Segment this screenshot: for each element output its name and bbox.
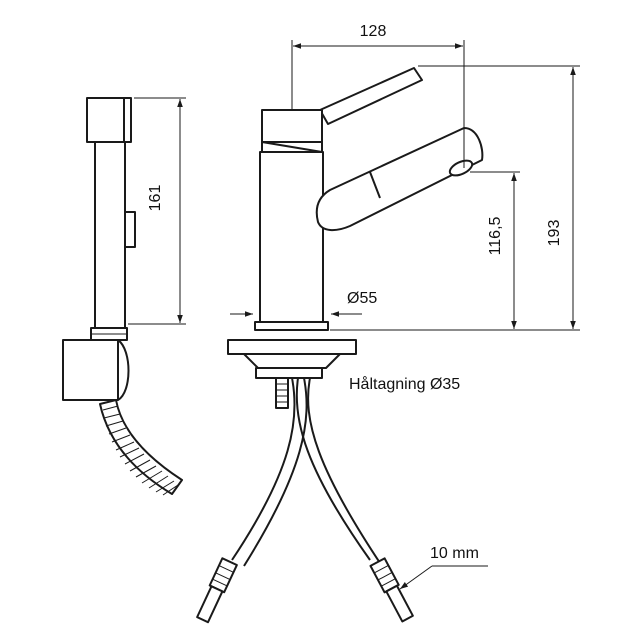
base-diameter-label: Ø55: [347, 290, 377, 307]
hose-hot-edge: [307, 377, 383, 567]
dimension-lines: [230, 40, 580, 590]
lever-handle: [319, 67, 423, 125]
hand-shower-button: [124, 211, 136, 248]
outlet-height-label: 116,5: [487, 216, 504, 255]
threaded-rod: [275, 377, 289, 409]
hose-connection-label: 10 mm: [430, 545, 479, 562]
mixer-body: [259, 151, 324, 323]
hand-shower-length-label: 161: [147, 185, 164, 212]
spout-reach-label: 128: [360, 23, 387, 40]
hose-hot: [295, 377, 371, 561]
spout-aerator: [448, 159, 474, 177]
hole-size-label: Håltagning Ø35: [349, 375, 460, 393]
hose-cold-edge: [243, 377, 308, 567]
hose-fitting-right: [369, 557, 414, 623]
hand-shower-handle: [94, 141, 126, 329]
total-height-label: 193: [546, 220, 563, 247]
mounting-plate: [227, 339, 357, 355]
mixer-tap: [227, 67, 484, 409]
mixer-base: [254, 321, 329, 331]
connection-hoses: [196, 377, 414, 624]
hand-shower-hose: [99, 399, 183, 495]
hose-fitting-left: [196, 557, 238, 624]
hand-shower: [62, 97, 186, 496]
spout: [315, 127, 484, 232]
hose-cold: [231, 377, 296, 561]
mounting-nut: [255, 367, 323, 379]
